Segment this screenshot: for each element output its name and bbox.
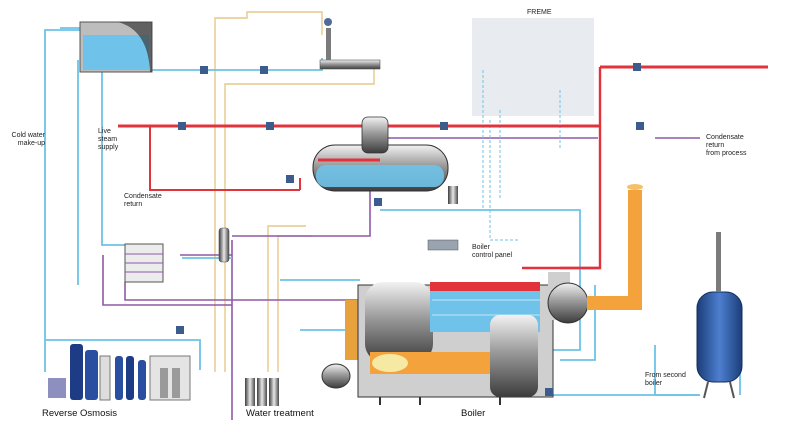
freme-label: FREME: [527, 9, 552, 16]
economiser: [547, 272, 589, 324]
steam-lines: [118, 65, 768, 270]
valves: [176, 63, 644, 396]
reverse-osmosis-caption: Reverse Osmosis: [42, 408, 117, 419]
condensate-return-label: Condensate return: [124, 193, 162, 208]
flue-duct: [587, 190, 642, 310]
control-panel: [427, 239, 459, 251]
feedwater-tank: [312, 116, 458, 204]
live-steam-supply-label: Live steam supply: [98, 128, 119, 151]
blowdown-vessel: [696, 232, 743, 399]
water-treatment-caption: Water treatment: [246, 408, 314, 419]
stack-top: [627, 184, 643, 190]
boiler-control-panel-label: Boiler control panel: [472, 244, 513, 259]
deaerator-head: [319, 18, 381, 70]
control-lines: [482, 70, 561, 241]
condensate-tank: [79, 21, 153, 73]
heat-exchanger: [124, 243, 164, 283]
cold-water-makeup-label: Cold water make-up: [11, 132, 45, 147]
from-second-boiler-label: From second boiler: [645, 372, 686, 387]
reverse-osmosis-unit: [48, 344, 191, 401]
separator-column: [218, 227, 230, 263]
freme-module-box: [472, 18, 594, 116]
boiler-caption: Boiler: [461, 408, 486, 419]
boiler: [321, 282, 554, 405]
condensate-return-process-label: Condensate return from process: [706, 134, 747, 157]
water-treatment-units: [245, 378, 279, 406]
